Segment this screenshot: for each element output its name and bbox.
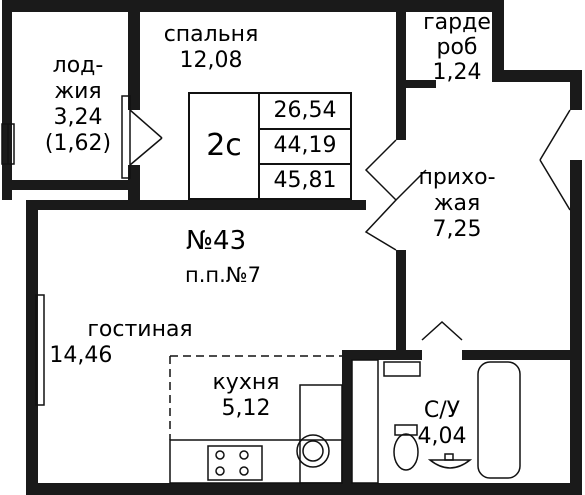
apartment-number: №43 [186, 226, 247, 256]
hallway-area: 7,25 [432, 217, 482, 242]
total-area-value: 44,19 [260, 129, 350, 165]
loggia-area: 3,24 [53, 105, 103, 130]
hallway-label: прихо- жая 7,25 [418, 165, 495, 243]
bedroom-label: спальня 12,08 [164, 22, 259, 74]
hallway-doors [364, 109, 571, 341]
loggia-name-line2: жия [54, 79, 102, 104]
bathroom-fixtures [351, 359, 521, 484]
living-area-value: 26,54 [260, 94, 350, 130]
apartment-position: п.п.№7 [185, 263, 262, 287]
kitchen-boundary [169, 355, 342, 440]
kitchen-name: кухня [212, 370, 280, 395]
kitchen-counter [169, 384, 343, 484]
bathroom-name: С/У [423, 398, 461, 423]
apartment-badge: 2с 26,54 44,19 45,81 [188, 92, 352, 200]
bedroom-area: 12,08 [179, 48, 243, 73]
bedroom-name: спальня [163, 22, 259, 47]
wardrobe-name-line2: роб [436, 35, 478, 60]
loggia-door [129, 109, 163, 166]
loggia-label: лод- жия 3,24 (1,62) [45, 53, 111, 157]
hallway-name-line2: жая [433, 191, 481, 216]
living-room-area: 14,46 [49, 343, 113, 368]
bathroom-area: 4,04 [417, 424, 467, 449]
wardrobe-name-line1: гарде [423, 10, 491, 35]
living-room-name: гостиная [87, 317, 193, 342]
living-room-label: гостиная 14,46 [49, 317, 193, 369]
apartment-type: 2с [190, 94, 260, 198]
hallway-name-line1: прихо- [418, 165, 496, 190]
bathroom-label: С/У 4,04 [418, 398, 467, 450]
total-area-with-loggia-value: 45,81 [273, 168, 337, 193]
windows [1, 95, 131, 406]
kitchen-label: кухня 5,12 [213, 370, 280, 422]
wardrobe-label: гарде роб 1,24 [423, 10, 491, 85]
kitchen-area: 5,12 [221, 396, 271, 421]
loggia-area-reduced: (1,62) [44, 131, 112, 156]
wardrobe-area: 1,24 [432, 60, 482, 85]
loggia-name-line1: лод- [52, 53, 104, 78]
